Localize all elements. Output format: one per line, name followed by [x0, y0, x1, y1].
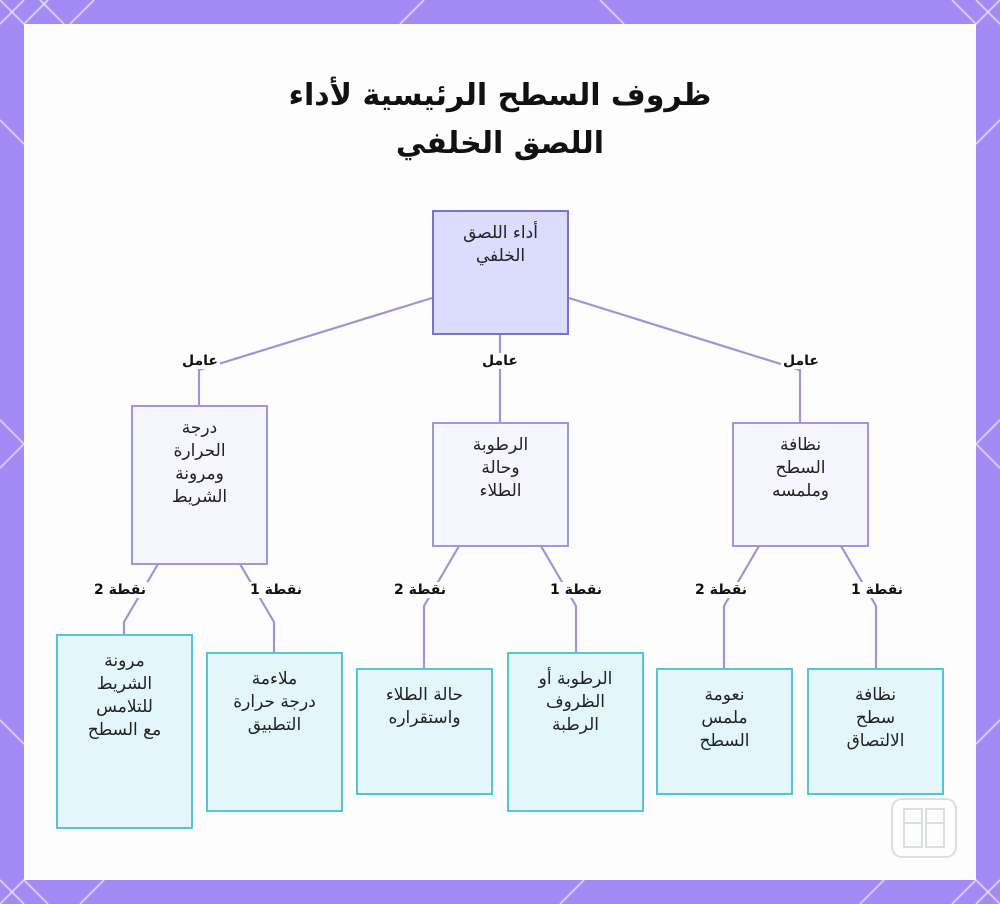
- edge-label-point-2: نقطة 2: [693, 582, 749, 598]
- factor-node-humidity: الرطوبة وحالة الطلاء: [432, 422, 569, 547]
- edge-label-point-1: نقطة 1: [548, 582, 604, 598]
- factor-node-line: وحالة: [481, 457, 519, 480]
- edge-label-point-1: نقطة 1: [248, 582, 304, 598]
- factor-node-temperature: درجة الحرارة ومرونة الشريط: [131, 405, 268, 565]
- point-node-line: السطح: [700, 730, 750, 753]
- factor-node-line: الحرارة: [173, 440, 225, 463]
- factor-node-line: الشريط: [172, 486, 227, 509]
- point-node-line: الرطبة: [552, 714, 599, 737]
- edge-label-factor: عامل: [480, 353, 520, 369]
- point-node-line: درجة حرارة: [233, 691, 316, 714]
- point-node-line: نظافة: [855, 684, 896, 707]
- edge-cleanliness-point2: [724, 546, 759, 669]
- edge-humidity-point1: [541, 546, 576, 653]
- point-node-temperature-1: ملاءمة درجة حرارة التطبيق: [206, 652, 343, 812]
- root-node-line: الخلفي: [476, 245, 525, 268]
- point-node-line: سطح: [856, 707, 895, 730]
- point-node-line: الالتصاق: [847, 730, 905, 753]
- edge-label-factor: عامل: [180, 353, 220, 369]
- point-node-line: مع السطح: [88, 719, 162, 742]
- edge-temperature-point2: [124, 564, 158, 635]
- edge-humidity-point2: [424, 546, 459, 669]
- point-node-line: ملاءمة: [252, 668, 297, 691]
- point-node-line: الشريط: [97, 673, 152, 696]
- point-node-line: الظروف: [546, 691, 605, 714]
- edge-cleanliness-point1: [841, 546, 876, 669]
- point-node-cleanliness-1: نظافة سطح الالتصاق: [807, 668, 944, 795]
- factor-node-line: نظافة: [780, 434, 821, 457]
- factor-node-cleanliness: نظافة السطح وملمسه: [732, 422, 869, 547]
- root-node-line: أداء اللصق: [463, 222, 538, 245]
- factor-node-line: الرطوبة: [473, 434, 528, 457]
- edge-label-point-1: نقطة 1: [849, 582, 905, 598]
- point-node-humidity-1: الرطوبة أو الظروف الرطبة: [507, 652, 644, 812]
- point-node-line: ملمس: [701, 707, 747, 730]
- point-node-line: مرونة: [104, 650, 145, 673]
- point-node-temperature-2: مرونة الشريط للتلامس مع السطح: [56, 634, 193, 829]
- point-node-line: الرطوبة أو: [539, 668, 613, 691]
- edge-temperature-point1: [240, 564, 274, 653]
- point-node-humidity-2: حالة الطلاء واستقراره: [356, 668, 493, 795]
- edge-root-cleanliness: [569, 298, 800, 422]
- point-node-line: نعومة: [705, 684, 745, 707]
- edge-label-point-2: نقطة 2: [392, 582, 448, 598]
- factor-node-line: درجة: [182, 417, 217, 440]
- factor-node-line: وملمسه: [772, 480, 829, 503]
- edge-root-temperature: [199, 298, 432, 405]
- point-node-cleanliness-2: نعومة ملمس السطح: [656, 668, 793, 795]
- edge-label-point-2: نقطة 2: [92, 582, 148, 598]
- point-node-line: التطبيق: [248, 714, 301, 737]
- root-node: أداء اللصق الخلفي: [432, 210, 569, 335]
- logo-watermark-icon: [890, 797, 958, 859]
- point-node-line: حالة الطلاء: [386, 684, 463, 707]
- factor-node-line: السطح: [776, 457, 826, 480]
- point-node-line: للتلامس: [96, 696, 153, 719]
- point-node-line: واستقراره: [388, 707, 460, 730]
- factor-node-line: ومرونة: [175, 463, 224, 486]
- edge-label-factor: عامل: [781, 353, 821, 369]
- factor-node-line: الطلاء: [480, 480, 522, 503]
